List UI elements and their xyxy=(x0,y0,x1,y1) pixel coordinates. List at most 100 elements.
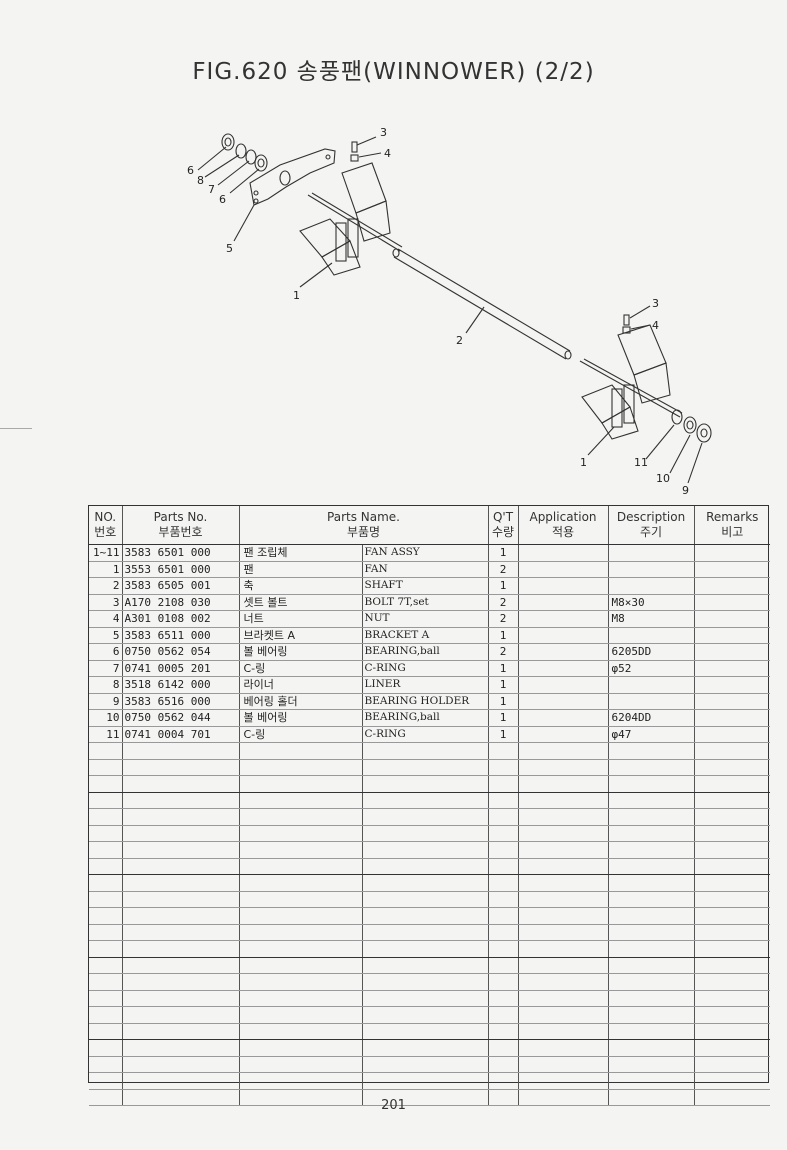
cell-parts-no xyxy=(122,1056,240,1073)
cell-name-en: BEARING HOLDER xyxy=(362,693,489,710)
cell-description: φ47 xyxy=(608,726,695,743)
cell-parts-no: 0741 0004 701 xyxy=(122,726,240,743)
cell-remarks xyxy=(694,825,771,842)
table-row-empty xyxy=(89,825,771,842)
shaft xyxy=(392,248,572,360)
table-row-empty xyxy=(89,775,771,793)
cell-no: 2 xyxy=(89,577,123,595)
label-11: 11 xyxy=(634,456,648,469)
cell-name-kr xyxy=(239,990,363,1007)
cell-application xyxy=(518,792,609,809)
cell-name-kr xyxy=(239,858,363,875)
cell-remarks xyxy=(694,858,771,875)
cell-name-en xyxy=(362,973,489,991)
cell-parts-no xyxy=(122,957,240,974)
cell-description xyxy=(608,775,695,793)
cell-parts-no xyxy=(122,759,240,776)
nut-left xyxy=(350,154,359,162)
cell-parts-no xyxy=(122,924,240,941)
cell-no xyxy=(89,792,123,809)
cell-name-en: BRACKET A xyxy=(362,627,489,644)
cell-no: 8 xyxy=(89,676,123,694)
cell-parts-no xyxy=(122,891,240,908)
cell-name-en: BOLT 7T,set xyxy=(362,594,489,611)
bracket-a xyxy=(249,148,336,206)
cell-name-en: FAN xyxy=(362,561,489,578)
cell-description xyxy=(608,825,695,842)
cell-name-en xyxy=(362,825,489,842)
cell-description xyxy=(608,792,695,809)
cell-remarks xyxy=(694,973,771,991)
cell-name-kr xyxy=(239,775,363,793)
label-4b: 4 xyxy=(652,319,659,332)
cell-qty xyxy=(488,990,519,1007)
cell-remarks xyxy=(694,693,771,710)
cell-name-en: SHAFT xyxy=(362,577,489,595)
cell-description xyxy=(608,1023,695,1040)
cell-name-en xyxy=(362,759,489,776)
cell-name-en: BEARING,ball xyxy=(362,709,489,727)
cell-name-kr xyxy=(239,808,363,826)
cell-application xyxy=(518,957,609,974)
cell-parts-no xyxy=(122,1039,240,1057)
cell-description xyxy=(608,544,695,562)
cell-application xyxy=(518,1072,609,1090)
cell-application xyxy=(518,858,609,875)
cell-remarks xyxy=(694,660,771,677)
cell-name-en xyxy=(362,1089,489,1106)
cell-application xyxy=(518,874,609,892)
cell-qty xyxy=(488,1006,519,1024)
cell-name-kr: 너트 xyxy=(239,610,363,628)
cell-name-kr xyxy=(239,891,363,908)
cell-name-kr: 볼 베어링 xyxy=(239,643,363,661)
cell-description: M8 xyxy=(608,610,695,628)
cell-application xyxy=(518,643,609,661)
cell-name-kr xyxy=(239,825,363,842)
cell-no xyxy=(89,990,123,1007)
page-title: FIG.620 송풍팬(WINNOWER) (2/2) xyxy=(192,59,595,85)
cell-qty xyxy=(488,1056,519,1073)
header-no: NO.번호 xyxy=(89,506,123,545)
table-row-empty xyxy=(89,759,771,776)
cell-qty xyxy=(488,1072,519,1090)
cell-description xyxy=(608,577,695,595)
cell-qty xyxy=(488,940,519,958)
cell-remarks xyxy=(694,1023,771,1040)
cell-description xyxy=(608,561,695,578)
table-row-empty xyxy=(89,808,771,826)
cell-description xyxy=(608,990,695,1007)
cell-application xyxy=(518,742,609,760)
cell-name-en xyxy=(362,891,489,908)
cell-parts-no: 0750 0562 044 xyxy=(122,709,240,727)
cell-description xyxy=(608,924,695,941)
cell-remarks xyxy=(694,1072,771,1090)
cell-parts-no: A170 2108 030 xyxy=(122,594,240,611)
cell-qty xyxy=(488,775,519,793)
bearing-holder-9 xyxy=(696,423,712,443)
cell-name-en xyxy=(362,1039,489,1057)
cell-no xyxy=(89,841,123,859)
table-row-empty xyxy=(89,1072,771,1090)
cell-parts-no xyxy=(122,874,240,892)
cell-no: 10 xyxy=(89,709,123,727)
cell-description xyxy=(608,891,695,908)
cell-no: 6 xyxy=(89,643,123,661)
cell-name-en: FAN ASSY xyxy=(362,544,489,562)
cell-qty: 1 xyxy=(488,709,519,727)
cell-application xyxy=(518,990,609,1007)
cell-qty: 1 xyxy=(488,726,519,743)
cell-name-en: BEARING,ball xyxy=(362,643,489,661)
cell-qty: 1 xyxy=(488,577,519,595)
cell-description xyxy=(608,841,695,859)
cell-no: 11 xyxy=(89,726,123,743)
table-row-empty xyxy=(89,1039,771,1057)
cell-parts-no: 3583 6505 001 xyxy=(122,577,240,595)
cell-parts-no: 3583 6516 000 xyxy=(122,693,240,710)
